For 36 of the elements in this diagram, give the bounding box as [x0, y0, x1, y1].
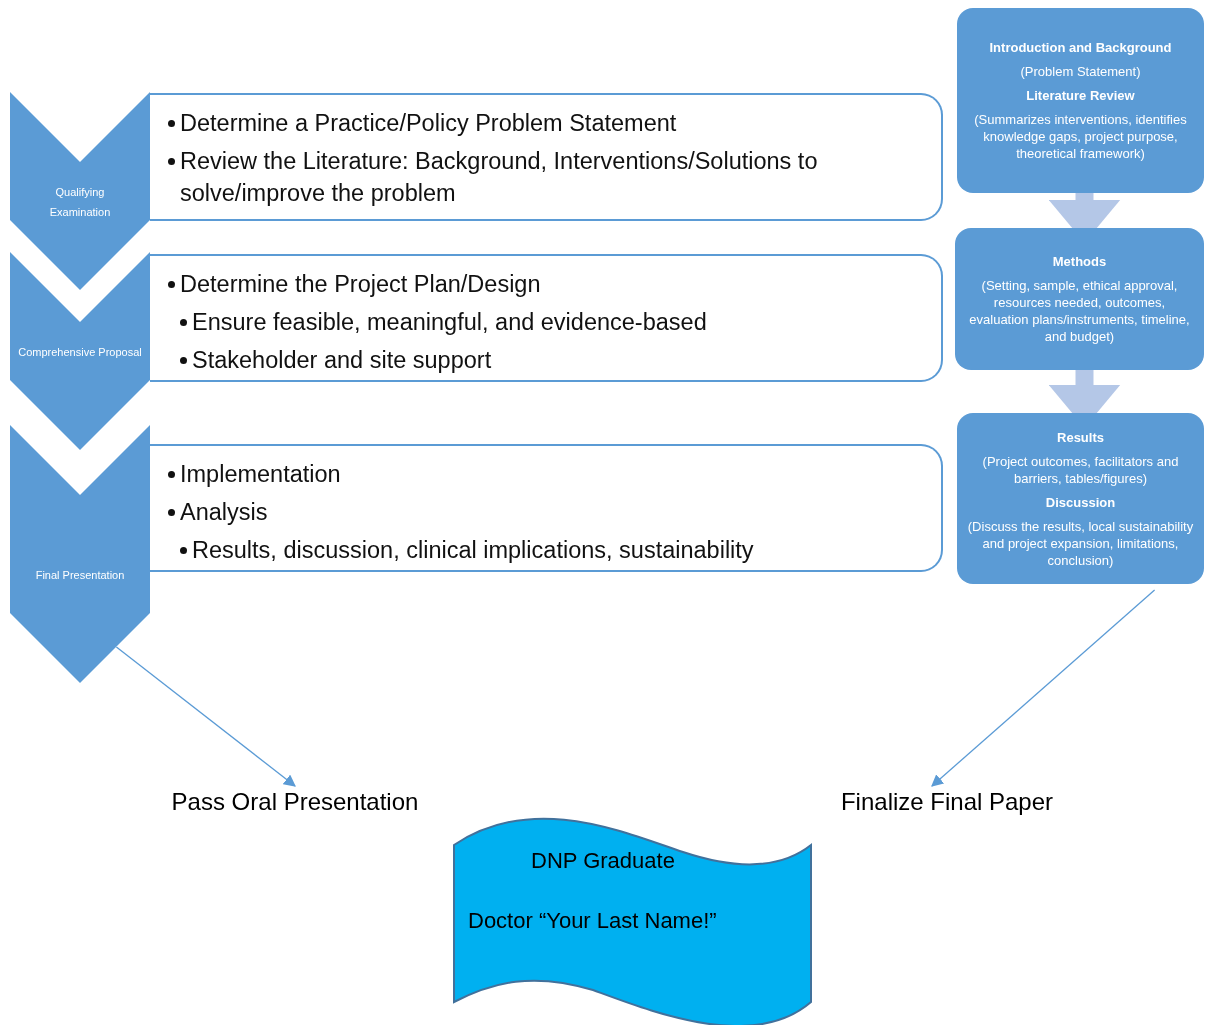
section-heading: Discussion [1045, 493, 1116, 511]
section-description: (Discuss the results, local sustainability and project expansion, limitations, conclusion) [966, 517, 1195, 569]
bullet-item: Determine a Practice/Policy Problem Statement [166, 107, 925, 139]
section-box [957, 8, 1204, 193]
section-heading: Methods [1052, 253, 1107, 270]
step-label: Qualifying Examination [48, 185, 112, 220]
section-description: (Summarizes interventions, identifies knowledge gaps, project purpose, theoretical framework) [973, 111, 1188, 162]
milestone-label: Finalize Final Paper [822, 786, 1072, 818]
arrow [931, 589, 1156, 787]
step-label: Final Presentation [34, 568, 126, 583]
bullet-item: Analysis [166, 496, 925, 528]
section-description: (Project outcomes, facilitators and barriers, tables/figures) [981, 452, 1180, 487]
banner-text: DNP Graduate [531, 848, 675, 874]
section-box [955, 228, 1204, 370]
section-heading: Results [1057, 428, 1104, 446]
bullet-item: Results, discussion, clinical implications, sustainability [178, 534, 925, 566]
section-box [957, 413, 1204, 584]
chevron-step [10, 92, 150, 290]
arrow [115, 646, 296, 787]
section-description: (Problem Statement) [1020, 63, 1141, 80]
section-heading: Literature Review [1026, 87, 1135, 104]
bullet-item: Stakeholder and site support [178, 344, 925, 376]
chevron-step [10, 425, 150, 683]
bullet-item: Determine the Project Plan/Design [166, 268, 925, 300]
chevron-step [10, 252, 150, 450]
bullet-box [150, 93, 943, 221]
bullet-item: Implementation [166, 458, 925, 490]
bullet-box [150, 444, 943, 572]
bullet-box [150, 254, 943, 382]
milestone-label: Pass Oral Presentation [150, 786, 440, 818]
section-heading: Introduction and Background [989, 39, 1172, 56]
bullet-item: Ensure feasible, meaningful, and evidence-based [178, 306, 925, 338]
bullet-item: Review the Literature: Background, Interventions/Solutions to solve/improve the problem [166, 145, 925, 209]
step-label: Comprehensive Proposal [17, 345, 143, 360]
banner-text: Doctor “Your Last Name!” [468, 908, 717, 934]
section-description: (Setting, sample, ethical approval, resources needed, outcomes, evaluation plans/instruments, timeline, and budget) [968, 277, 1191, 345]
